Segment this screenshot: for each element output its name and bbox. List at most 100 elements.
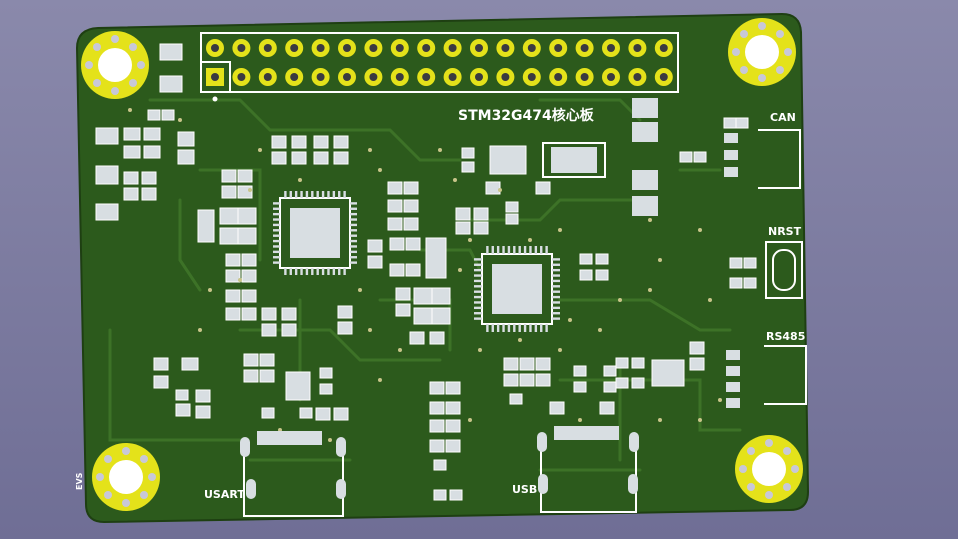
smd-pad [221,169,237,183]
via [438,148,442,152]
can-connector [724,129,801,189]
smd-pad [95,127,119,145]
chip-pin [552,263,560,266]
chip-pin [507,324,511,332]
smd-pad [95,203,119,221]
smd-pad [461,161,475,173]
via [658,418,662,422]
smd-pad [689,357,705,371]
header-pin-hole [448,73,457,81]
header-pin-hole [448,44,457,52]
chip-pin [529,324,532,332]
chip-pin [474,295,482,299]
via [468,238,472,242]
chip-pin [486,246,489,254]
chip-pin [273,212,280,216]
pin-header-2x18 [200,32,679,102]
reset-button[interactable] [765,241,803,299]
via [128,108,132,112]
smd-pad [395,287,411,301]
smd-pad [473,221,489,235]
smd-pad [405,237,421,251]
header-pin-hole [607,44,615,52]
smd-pad [225,269,241,283]
smd-pad [237,169,253,183]
smd-pad [505,213,519,225]
smd-pad [445,439,461,453]
chip-pin [474,301,482,304]
chip-pin [529,246,532,254]
header-pin-hole [475,44,483,52]
chip-pin [552,258,560,261]
chip-pin [273,223,280,227]
smd-pad [535,357,551,371]
chip-pin [300,191,303,198]
smd-pad [409,331,425,345]
header-pin-hole [237,44,246,52]
smd-pad [285,371,311,401]
smd-pad [243,369,259,383]
smd-pad [489,145,527,175]
via [568,318,572,322]
smd-pad [337,321,353,335]
smd-pad [153,357,169,371]
chip-pin [273,250,280,254]
smd-pad [333,407,349,421]
header-pin-hole [554,73,563,81]
smd-pad [429,439,445,453]
smd-pad [259,353,275,367]
smd-pad [387,199,403,213]
smd-pad [237,185,253,199]
chip-pin [552,306,560,310]
smd-pad [243,353,259,367]
smd-pads [95,43,757,501]
smd-pad [603,381,617,393]
chip-pin [474,317,482,320]
smd-pad [519,373,535,387]
chip-pin [350,207,357,210]
smd-pad [651,359,685,387]
smd-pad [503,357,519,371]
smd-pad [241,289,257,303]
smd-pad [281,307,297,321]
smd-pad [743,277,757,289]
via [618,298,622,302]
chip-pin [316,268,319,275]
smd-pad [319,367,333,379]
smd-pad [735,117,749,129]
power-inductor [632,98,658,216]
header-pin-hole [263,44,272,52]
smd-pad [291,135,307,149]
smd-pad [141,187,157,201]
chip-pin [502,246,505,254]
smd-pad [445,381,461,395]
smd-pad [429,401,445,415]
via [368,328,372,332]
mounting-hole-top-left [81,31,149,99]
via [378,168,382,172]
smd-pad [535,373,551,387]
header-pin-hole [211,44,219,52]
header-pin-hole [501,73,510,81]
smd-pad [225,253,241,267]
smd-pad [141,171,157,185]
chip-pin [540,246,543,254]
chip-pin [321,268,325,275]
chip-pin [502,324,505,332]
chip-pin [273,218,280,221]
smd-pad [153,375,169,389]
smd-pad [595,269,609,281]
smd-pad [509,393,523,405]
smd-pad [177,131,195,147]
chip-pin [552,312,560,315]
header-pin-hole [343,73,351,81]
header-pin-hole [607,73,615,81]
smd-pad [505,201,519,213]
chip-pin [273,245,280,248]
smd-pad [519,357,535,371]
smd-pad [219,207,239,225]
header-pin-hole [633,73,642,81]
chip-pin [350,212,357,216]
smd-pad [271,135,287,149]
